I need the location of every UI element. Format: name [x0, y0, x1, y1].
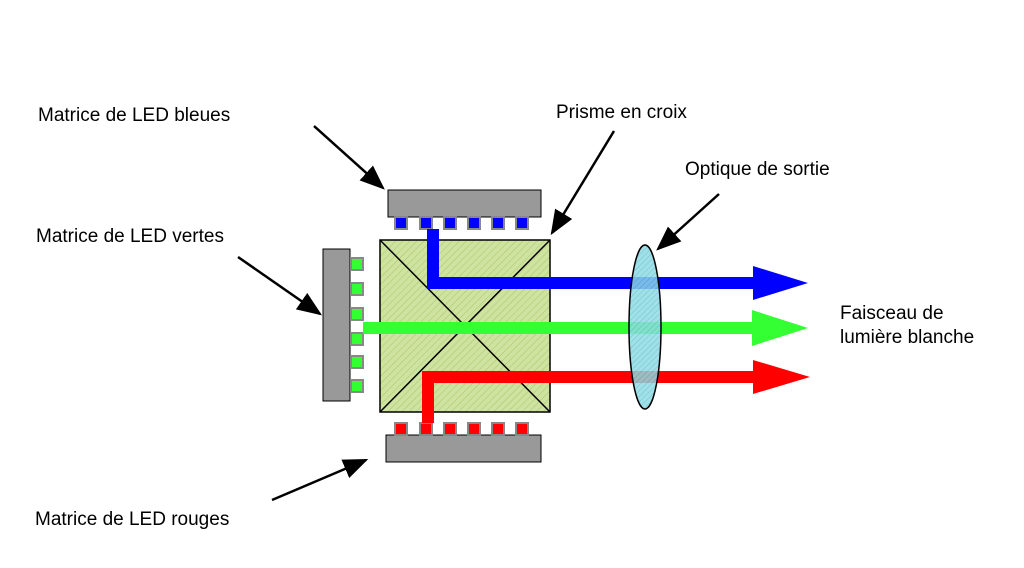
label-blue-led-matrix: Matrice de LED bleues: [38, 105, 231, 126]
label-red-led-matrix: Matrice de LED rouges: [35, 509, 230, 530]
pointer-arrow-blue: [313, 125, 385, 190]
blue-led-matrix: [387, 189, 542, 230]
pointer-arrow-red: [271, 458, 369, 502]
red-beam: [422, 360, 810, 423]
label-beam-line2: lumière blanche: [840, 327, 975, 348]
green-led-matrix: [322, 248, 364, 402]
pointer-arrow-lens: [656, 193, 720, 251]
blue-beam: [427, 229, 808, 300]
pointer-arrow-green: [237, 255, 323, 316]
label-output-optics: Optique de sortie: [685, 159, 830, 180]
label-beam-line1: Faisceau de: [840, 303, 944, 324]
red-led-matrix: [385, 422, 542, 463]
label-green-led-matrix: Matrice de LED vertes: [36, 226, 224, 247]
pointer-arrow-prism: [550, 130, 616, 236]
label-cross-prism: Prisme en croix: [556, 102, 687, 123]
output-lens: [628, 244, 662, 410]
